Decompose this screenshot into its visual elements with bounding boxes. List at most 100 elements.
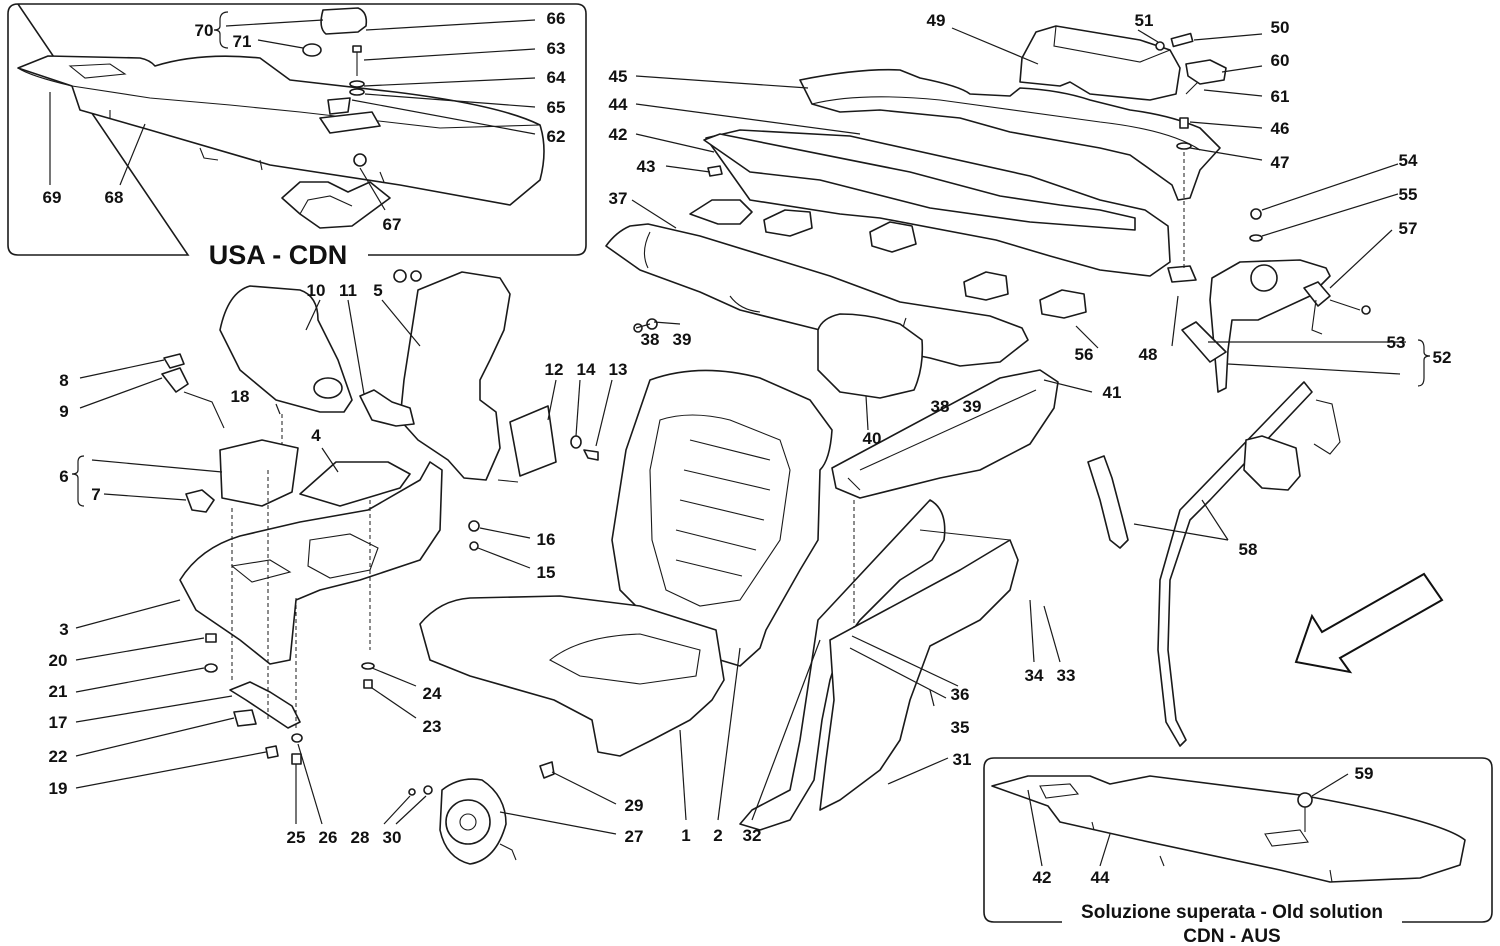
callout-51: 51 [1135, 11, 1154, 30]
part-41-side-trim [831, 369, 1059, 499]
old-solution-title-line1: Soluzione superata - Old solution [1081, 902, 1383, 923]
callout-24: 24 [423, 684, 442, 703]
seat-belt-assembly [1075, 163, 1444, 747]
callout-12: 12 [545, 360, 564, 379]
callout-54: 54 [1399, 151, 1418, 170]
part-70-cap [320, 7, 368, 35]
part-17-bracket [229, 681, 301, 729]
part-4-lid [299, 461, 411, 507]
callout-35: 35 [951, 718, 970, 737]
callout-39b: 39 [963, 397, 982, 416]
callout-15: 15 [537, 563, 556, 582]
usa-cdn-inset: USA - CDN [7, 3, 587, 270]
callout-41: 41 [1103, 383, 1122, 402]
callout-59: 59 [1355, 764, 1374, 783]
callout-31: 31 [953, 750, 972, 769]
old-solution-title-line2: CDN - AUS [1183, 926, 1280, 946]
rear-shelf-assembly [605, 25, 1263, 367]
callout-65: 65 [547, 98, 566, 117]
part-32-panel [739, 499, 946, 831]
callout-18: 18 [231, 387, 250, 406]
callout-58: 58 [1239, 540, 1258, 559]
callout-34: 34 [1025, 666, 1044, 685]
callout-28: 28 [351, 828, 370, 847]
callout-21: 21 [49, 682, 68, 701]
callout-48: 48 [1139, 345, 1158, 364]
part-71-plug [302, 43, 322, 57]
callout-61: 61 [1271, 87, 1290, 106]
callout-1: 1 [681, 826, 690, 845]
callout-26: 26 [319, 828, 338, 847]
callout-labels: 70 71 66 63 64 65 62 69 68 67 10 11 5 8 … [43, 9, 1452, 887]
callout-62: 62 [547, 127, 566, 146]
callout-52: 52 [1433, 348, 1452, 367]
part-12-plate [509, 405, 557, 477]
callout-40: 40 [863, 429, 882, 448]
part-31-trim [819, 539, 1019, 811]
callout-19: 19 [49, 779, 68, 798]
part-6-box [219, 439, 299, 507]
callout-13: 13 [609, 360, 628, 379]
part-1-seat-back [611, 369, 833, 667]
callout-2: 2 [713, 826, 722, 845]
part-1-seat-cushion [419, 595, 725, 757]
part-37-crossmember [605, 223, 1029, 367]
callout-33: 33 [1057, 666, 1076, 685]
callout-70: 70 [195, 21, 214, 40]
callout-56: 56 [1075, 345, 1094, 364]
callout-6: 6 [59, 467, 68, 486]
part-58-buckle [1087, 455, 1129, 549]
callout-71: 71 [233, 32, 252, 51]
part-11-latch [359, 389, 415, 427]
part-45-trim [799, 68, 1221, 201]
old-solution-inset: Soluzione superata - Old solution CDN - … [983, 757, 1493, 946]
callout-29: 29 [625, 796, 644, 815]
callout-37: 37 [609, 189, 628, 208]
old-parcel-shelf [991, 775, 1466, 883]
callout-47: 47 [1271, 153, 1290, 172]
part-49-box [1019, 25, 1181, 101]
callout-44: 44 [609, 95, 628, 114]
seat-assembly [71, 269, 1093, 865]
callout-42: 42 [609, 125, 628, 144]
callout-45: 45 [609, 67, 628, 86]
callout-44b: 44 [1091, 868, 1110, 887]
usa-bracket [281, 181, 391, 229]
callout-16: 16 [537, 530, 556, 549]
callout-27: 27 [625, 827, 644, 846]
part-42-board [703, 133, 1136, 231]
callout-68: 68 [105, 188, 124, 207]
callout-25: 25 [287, 828, 306, 847]
callout-11: 11 [339, 281, 357, 300]
callout-30: 30 [383, 828, 402, 847]
direction-arrow-icon [1294, 572, 1444, 674]
callout-4: 4 [311, 426, 321, 445]
callout-69: 69 [43, 188, 62, 207]
callout-14: 14 [577, 360, 596, 379]
callout-36: 36 [951, 685, 970, 704]
callout-67: 67 [383, 215, 402, 234]
callout-32: 32 [743, 826, 762, 845]
callout-22: 22 [49, 747, 68, 766]
callout-7: 7 [91, 485, 100, 504]
callout-5: 5 [373, 281, 382, 300]
callout-42b: 42 [1033, 868, 1052, 887]
callout-20: 20 [49, 651, 68, 670]
callout-46: 46 [1271, 119, 1290, 138]
part-3-console [179, 461, 443, 665]
usa-cdn-title: USA - CDN [209, 240, 348, 270]
callout-63: 63 [547, 39, 566, 58]
callout-10: 10 [307, 281, 326, 300]
part-52-belt-guide [1209, 259, 1331, 393]
part-5-bracket [399, 271, 511, 481]
callout-53: 53 [1387, 333, 1406, 352]
callout-3: 3 [59, 620, 68, 639]
part-58-retractor [1243, 435, 1301, 491]
callout-57: 57 [1399, 219, 1418, 238]
callout-17: 17 [49, 713, 68, 732]
callout-8: 8 [59, 371, 68, 390]
callout-38a: 38 [641, 330, 660, 349]
callout-66: 66 [547, 9, 566, 28]
callout-49: 49 [927, 11, 946, 30]
